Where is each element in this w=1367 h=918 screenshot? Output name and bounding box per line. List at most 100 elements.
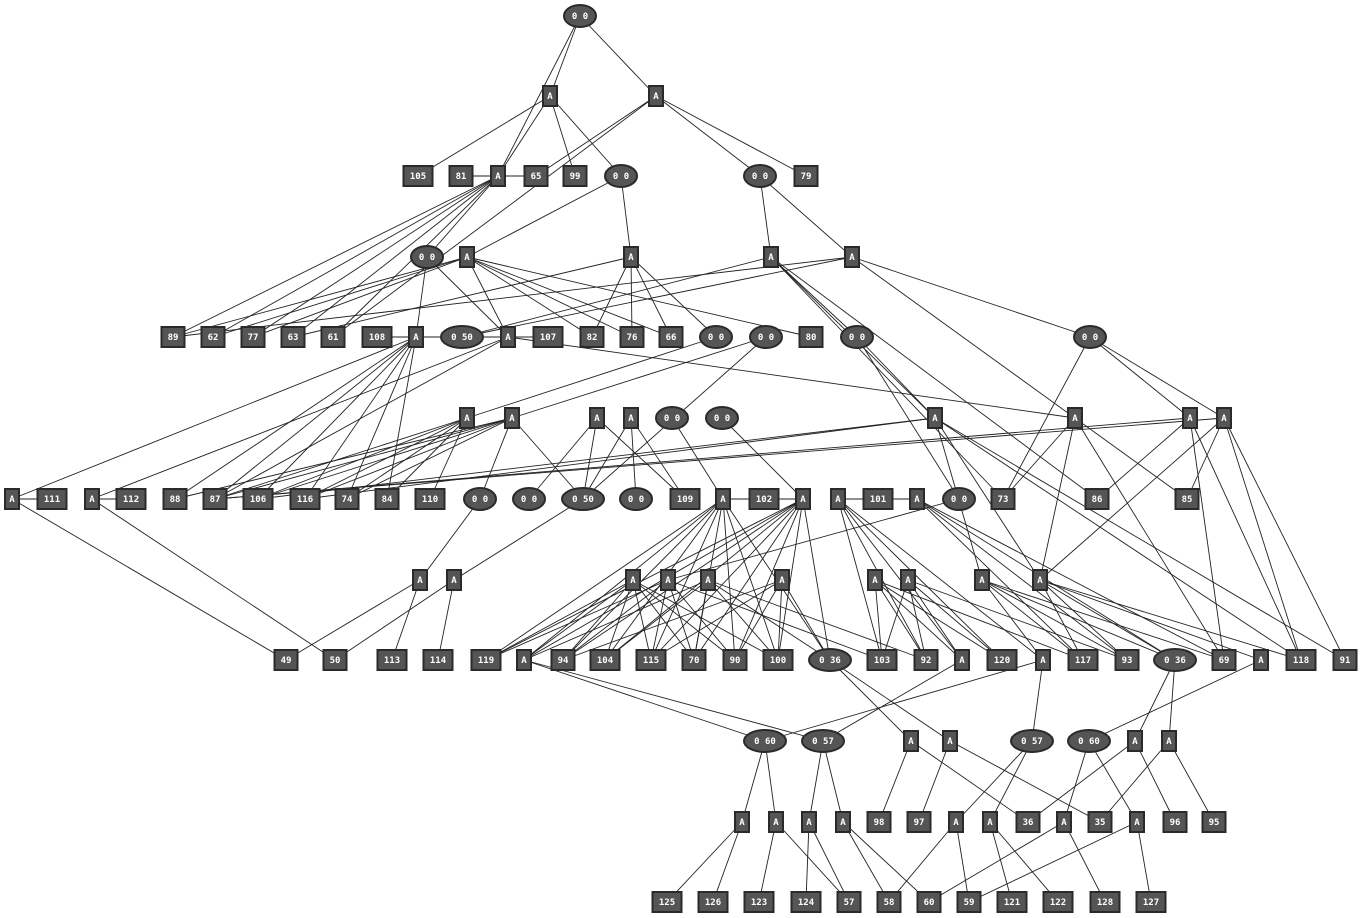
graph-node-r7c[interactable]: A bbox=[625, 569, 641, 591]
graph-node-r8e36a[interactable]: 0 36 bbox=[808, 648, 852, 672]
graph-node-r5d[interactable]: A bbox=[623, 407, 639, 429]
graph-node-n105[interactable]: 105 bbox=[402, 165, 434, 187]
graph-node-n82[interactable]: 82 bbox=[579, 326, 605, 348]
graph-node-n85[interactable]: 85 bbox=[1174, 488, 1200, 510]
graph-node-r10a[interactable]: A bbox=[734, 811, 750, 833]
graph-node-r6e3[interactable]: 0 0 bbox=[619, 487, 653, 511]
graph-node-n84[interactable]: 84 bbox=[374, 488, 400, 510]
graph-node-r3a[interactable]: A bbox=[459, 246, 475, 268]
graph-node-n114[interactable]: 114 bbox=[422, 649, 454, 671]
graph-node-n66[interactable]: 66 bbox=[658, 326, 684, 348]
graph-node-n109[interactable]: 109 bbox=[669, 488, 701, 510]
graph-node-r5b[interactable]: A bbox=[504, 407, 520, 429]
graph-node-r9e57b[interactable]: 0 57 bbox=[1010, 729, 1054, 753]
graph-node-n108[interactable]: 108 bbox=[361, 326, 393, 348]
graph-node-r9c[interactable]: A bbox=[1127, 730, 1143, 752]
graph-node-n126[interactable]: 126 bbox=[697, 891, 729, 913]
graph-node-r4e1[interactable]: 0 0 bbox=[699, 325, 733, 349]
graph-node-r4e3[interactable]: 0 0 bbox=[840, 325, 874, 349]
graph-node-n115[interactable]: 115 bbox=[635, 649, 667, 671]
graph-node-n87[interactable]: 87 bbox=[202, 488, 228, 510]
graph-node-r10f[interactable]: A bbox=[982, 811, 998, 833]
graph-node-r10e[interactable]: A bbox=[948, 811, 964, 833]
graph-node-r7d[interactable]: A bbox=[660, 569, 676, 591]
graph-node-r1a[interactable]: A bbox=[542, 85, 558, 107]
graph-node-r6a[interactable]: A bbox=[4, 488, 20, 510]
graph-node-r7j[interactable]: A bbox=[1032, 569, 1048, 591]
graph-node-n86[interactable]: 86 bbox=[1084, 488, 1110, 510]
graph-node-r3c[interactable]: A bbox=[763, 246, 779, 268]
graph-node-r7a[interactable]: A bbox=[412, 569, 428, 591]
graph-node-n69[interactable]: 69 bbox=[1211, 649, 1237, 671]
graph-node-r2e1[interactable]: 0 0 bbox=[604, 164, 638, 188]
graph-node-n59[interactable]: 59 bbox=[956, 891, 982, 913]
graph-node-n50[interactable]: 50 bbox=[322, 649, 348, 671]
graph-node-n99[interactable]: 99 bbox=[562, 165, 588, 187]
graph-node-r5g[interactable]: A bbox=[1067, 407, 1083, 429]
graph-node-n73[interactable]: 73 bbox=[990, 488, 1016, 510]
graph-node-r9e57a[interactable]: 0 57 bbox=[801, 729, 845, 753]
graph-node-r6d[interactable]: A bbox=[795, 488, 811, 510]
graph-node-n57[interactable]: 57 bbox=[836, 891, 862, 913]
graph-node-n102[interactable]: 102 bbox=[748, 488, 780, 510]
graph-node-r4e2[interactable]: 0 0 bbox=[749, 325, 783, 349]
graph-node-r7b[interactable]: A bbox=[446, 569, 462, 591]
graph-node-n95[interactable]: 95 bbox=[1201, 811, 1227, 833]
graph-node-r6e2[interactable]: 0 0 bbox=[512, 487, 546, 511]
graph-node-r4e4[interactable]: 0 0 bbox=[1073, 325, 1107, 349]
graph-node-n49[interactable]: 49 bbox=[273, 649, 299, 671]
graph-node-r10d[interactable]: A bbox=[835, 811, 851, 833]
graph-node-r3b[interactable]: A bbox=[623, 246, 639, 268]
graph-node-r0[interactable]: 0 0 bbox=[563, 4, 597, 28]
graph-node-n93[interactable]: 93 bbox=[1114, 649, 1140, 671]
graph-node-r7f[interactable]: A bbox=[774, 569, 790, 591]
graph-node-r10g[interactable]: A bbox=[1056, 811, 1072, 833]
graph-node-r7e[interactable]: A bbox=[700, 569, 716, 591]
graph-node-r4a[interactable]: A bbox=[408, 326, 424, 348]
graph-node-n58[interactable]: 58 bbox=[876, 891, 902, 913]
graph-node-r10c[interactable]: A bbox=[801, 811, 817, 833]
graph-node-r6c[interactable]: A bbox=[715, 488, 731, 510]
graph-node-n121[interactable]: 121 bbox=[996, 891, 1028, 913]
graph-node-r6e1[interactable]: 0 0 bbox=[463, 487, 497, 511]
graph-node-n35[interactable]: 35 bbox=[1087, 811, 1113, 833]
graph-node-n101[interactable]: 101 bbox=[862, 488, 894, 510]
graph-node-n98[interactable]: 98 bbox=[866, 811, 892, 833]
graph-node-n120[interactable]: 120 bbox=[986, 649, 1018, 671]
graph-node-r10b[interactable]: A bbox=[768, 811, 784, 833]
graph-node-n90[interactable]: 90 bbox=[722, 649, 748, 671]
graph-node-r8b[interactable]: A bbox=[954, 649, 970, 671]
graph-node-r5f[interactable]: A bbox=[927, 407, 943, 429]
graph-node-r4b[interactable]: A bbox=[500, 326, 516, 348]
graph-node-r9d[interactable]: A bbox=[1161, 730, 1177, 752]
graph-node-r4e50[interactable]: 0 50 bbox=[440, 325, 484, 349]
graph-node-n77[interactable]: 77 bbox=[240, 326, 266, 348]
graph-node-r6b[interactable]: A bbox=[84, 488, 100, 510]
graph-node-n122[interactable]: 122 bbox=[1042, 891, 1074, 913]
graph-node-n79[interactable]: 79 bbox=[793, 165, 819, 187]
graph-node-r7g[interactable]: A bbox=[867, 569, 883, 591]
graph-node-n65[interactable]: 65 bbox=[523, 165, 549, 187]
graph-node-r9a[interactable]: A bbox=[903, 730, 919, 752]
graph-node-r8d[interactable]: A bbox=[1253, 649, 1269, 671]
graph-node-n110[interactable]: 110 bbox=[414, 488, 446, 510]
graph-node-n111[interactable]: 111 bbox=[36, 488, 68, 510]
graph-node-r2e2[interactable]: 0 0 bbox=[743, 164, 777, 188]
graph-node-r5c[interactable]: A bbox=[589, 407, 605, 429]
graph-node-n125[interactable]: 125 bbox=[651, 891, 683, 913]
graph-node-n107[interactable]: 107 bbox=[532, 326, 564, 348]
graph-node-n92[interactable]: 92 bbox=[913, 649, 939, 671]
graph-node-n128[interactable]: 128 bbox=[1089, 891, 1121, 913]
graph-node-r6f[interactable]: A bbox=[830, 488, 846, 510]
graph-node-r3e1[interactable]: 0 0 bbox=[410, 245, 444, 269]
graph-node-n96[interactable]: 96 bbox=[1162, 811, 1188, 833]
graph-node-n80[interactable]: 80 bbox=[798, 326, 824, 348]
graph-node-n61[interactable]: 61 bbox=[320, 326, 346, 348]
graph-node-r6e4[interactable]: 0 0 bbox=[942, 487, 976, 511]
graph-node-r8c[interactable]: A bbox=[1035, 649, 1051, 671]
graph-node-r9e60b[interactable]: 0 60 bbox=[1067, 729, 1111, 753]
graph-node-n113[interactable]: 113 bbox=[376, 649, 408, 671]
graph-node-r8e36b[interactable]: 0 36 bbox=[1153, 648, 1197, 672]
graph-node-r8a[interactable]: A bbox=[516, 649, 532, 671]
graph-node-n123[interactable]: 123 bbox=[743, 891, 775, 913]
